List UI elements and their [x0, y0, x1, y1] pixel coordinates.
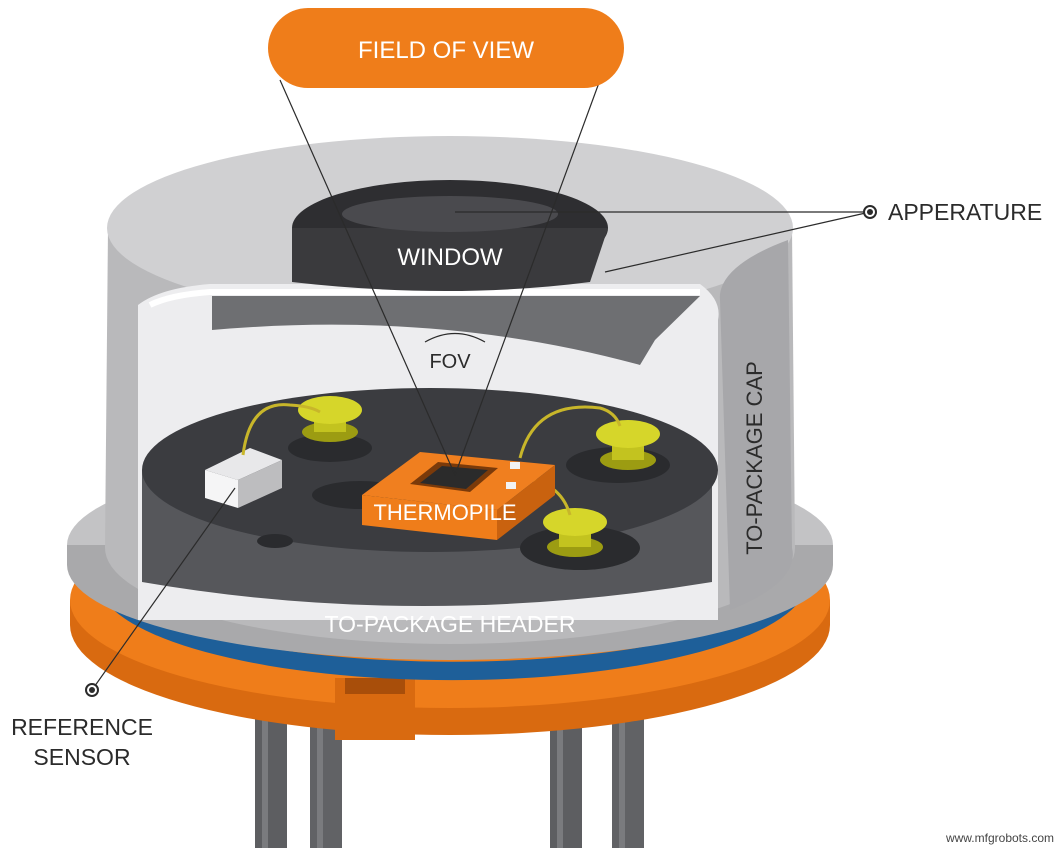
cap-top-underside [212, 296, 700, 365]
bond-pads [298, 396, 660, 557]
label-window: WINDOW [397, 244, 503, 271]
bond-pad-rear-left [298, 396, 362, 442]
label-reference-sensor-line1: REFERENCE [11, 714, 153, 740]
label-reference-sensor-line2: SENSOR [33, 744, 130, 770]
window [292, 180, 608, 291]
reference-sensor-block [205, 448, 282, 508]
label-to-package-header: TO-PACKAGE HEADER [325, 611, 576, 637]
label-apperature: APPERATURE [888, 199, 1042, 225]
bond-pad-rear-right [596, 420, 660, 470]
bond-pad-front [543, 508, 607, 557]
field-of-view-callout [268, 8, 624, 88]
reference-sensor-leader [91, 487, 236, 691]
label-thermopile: THERMOPILE [373, 500, 516, 525]
fov-cone-lines [279, 79, 601, 476]
header-blue-ring [100, 578, 805, 681]
thermopile-chip [362, 452, 555, 540]
apperature-leader-lines [455, 211, 871, 273]
label-fov: FOV [429, 351, 471, 373]
label-to-package-cap: TO-PACKAGE CAP [742, 361, 767, 555]
watermark-text: www.mfgrobots.com [945, 831, 1054, 845]
label-field-of-view: FIELD OF VIEW [358, 37, 534, 64]
